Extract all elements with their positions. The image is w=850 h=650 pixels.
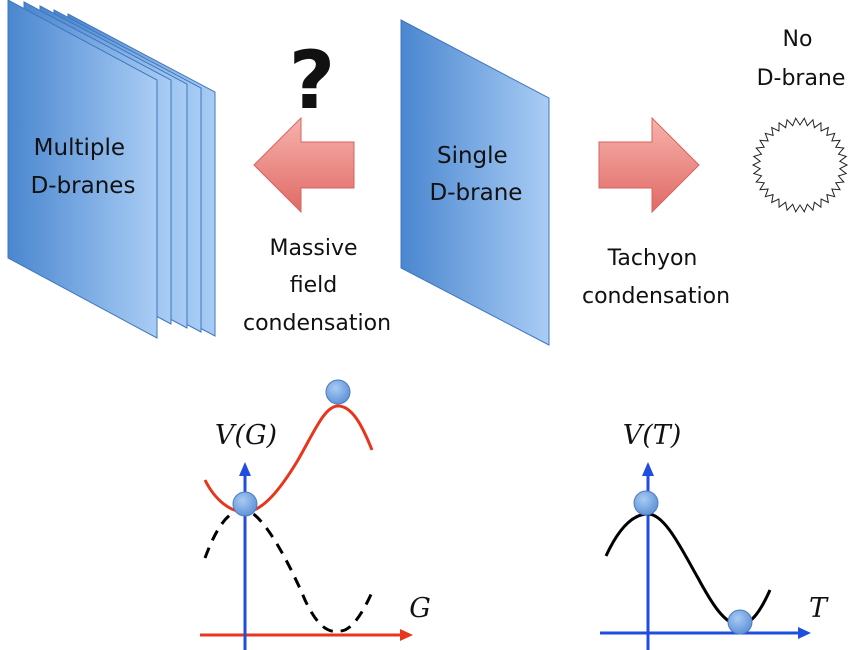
x-axis-label-t: T [809,593,829,624]
y-axis-label-v-g: V(G) [215,420,277,451]
y-axis-arrowhead [642,462,654,476]
right-potential-plot: V(T) T [600,420,829,650]
tachyon-condensation-label: Tachyon condensation [582,246,730,309]
dashed-potential-curve [203,508,375,633]
y-axis-label-v-t: V(T) [623,420,682,451]
vanished-brane-starburst-icon [751,117,849,213]
question-mark: ? [289,34,335,127]
potential-curve-v-t [604,512,772,627]
x-axis-arrowhead [400,629,413,641]
ball-at-maximum [325,379,351,405]
single-d-brane-label: Single D-brane [430,143,523,206]
brane-sheet [7,0,158,339]
massive-field-condensation-label: Massive field condensation [243,236,391,336]
ball-at-maximum [633,490,659,516]
ball-at-local-minimum [232,491,258,517]
single-d-brane: Single D-brane [400,19,550,346]
tachyon-condensation-arrow [598,116,700,214]
y-axis-arrowhead [239,462,251,476]
left-potential-plot: V(G) G [200,379,431,650]
massive-field-condensation-arrow [253,116,355,214]
multiple-d-branes-stack: Multiple D-branes [7,0,216,339]
potential-curve-v-g [203,404,374,514]
x-axis-arrowhead [798,627,811,639]
ball-at-true-vacuum [727,609,753,635]
no-d-brane-label: No D-brane [757,27,846,91]
multiple-d-branes-label: Multiple D-branes [31,135,136,199]
x-axis-label-g: G [409,593,431,624]
